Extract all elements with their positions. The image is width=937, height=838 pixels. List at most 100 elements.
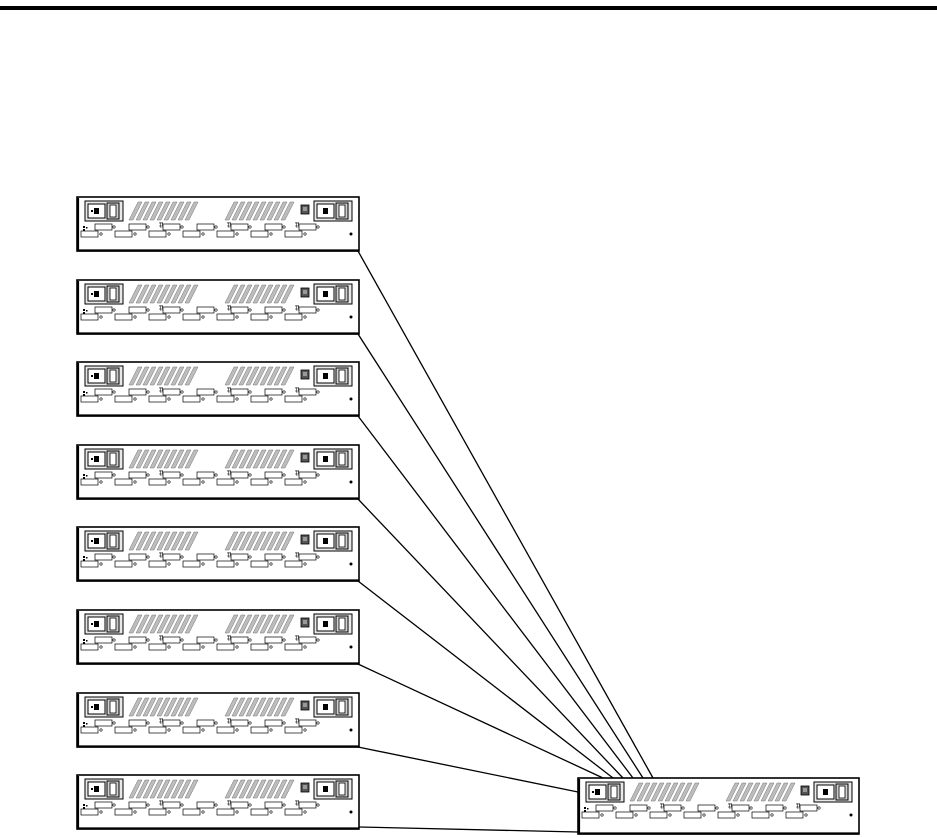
port-slot [217, 396, 234, 402]
led-indicator-icon [350, 481, 353, 484]
port-slot [251, 479, 268, 485]
power-switch-icon [336, 699, 348, 715]
source-unit [77, 527, 359, 581]
led-indicator-icon [850, 814, 853, 817]
port-slot [163, 554, 180, 560]
port-slot [129, 307, 146, 313]
led-indicator-icon [350, 646, 353, 649]
network-port-icon [301, 701, 309, 710]
port-slot [251, 231, 268, 237]
port-slot [183, 561, 200, 567]
port-slot [183, 809, 200, 815]
port-slot [616, 812, 633, 818]
port-slot [163, 472, 180, 478]
source-unit [77, 197, 359, 251]
power-switch-icon [107, 286, 119, 302]
cable-line [358, 416, 633, 778]
port-slot [149, 479, 166, 485]
port-slot [129, 472, 146, 478]
port-slot [197, 224, 214, 230]
led-indicator-icon [350, 729, 353, 732]
port-slot [183, 314, 200, 320]
source-unit [77, 445, 359, 499]
port-slot [81, 231, 98, 237]
port-slot [81, 644, 98, 650]
power-switch-icon [107, 368, 119, 384]
port-slot [752, 812, 769, 818]
port-slot [299, 637, 316, 643]
cable-line [359, 827, 578, 832]
port-slot [786, 812, 803, 818]
port-slot [265, 307, 282, 313]
port-slot [95, 554, 112, 560]
port-slot [251, 314, 268, 320]
led-indicator-icon [350, 316, 353, 319]
port-slot [95, 224, 112, 230]
port-slot [285, 644, 302, 650]
port-slot [163, 720, 180, 726]
port-slot [251, 727, 268, 733]
port-slot [163, 224, 180, 230]
port-slot [183, 727, 200, 733]
power-switch-icon [107, 781, 119, 797]
port-slot [149, 396, 166, 402]
port-slot [251, 561, 268, 567]
unit-group [77, 197, 859, 834]
port-slot [766, 805, 783, 811]
power-switch-icon [836, 784, 848, 800]
port-slot [650, 812, 667, 818]
power-switch-icon [608, 784, 620, 800]
network-port-icon [301, 618, 309, 627]
port-slot [231, 802, 248, 808]
port-slot [149, 809, 166, 815]
power-switch-icon [336, 368, 348, 384]
source-unit [77, 775, 359, 829]
port-slot [231, 720, 248, 726]
port-slot [231, 637, 248, 643]
source-unit [77, 693, 359, 747]
port-slot [197, 307, 214, 313]
network-port-icon [301, 453, 309, 462]
port-slot [149, 231, 166, 237]
port-slot [299, 802, 316, 808]
port-slot [582, 812, 599, 818]
port-slot [95, 802, 112, 808]
power-switch-icon [336, 451, 348, 467]
cable-line [358, 251, 653, 778]
port-slot [149, 561, 166, 567]
port-slot [129, 637, 146, 643]
port-slot [81, 727, 98, 733]
port-slot [115, 396, 132, 402]
power-switch-icon [336, 781, 348, 797]
port-slot [197, 472, 214, 478]
port-slot [129, 720, 146, 726]
power-switch-icon [107, 203, 119, 219]
cable-line [358, 747, 578, 792]
port-slot [129, 389, 146, 395]
port-slot [95, 720, 112, 726]
port-slot [299, 389, 316, 395]
led-indicator-icon [350, 398, 353, 401]
port-slot [684, 812, 701, 818]
port-slot [718, 812, 735, 818]
source-unit [77, 610, 359, 664]
port-slot [197, 720, 214, 726]
led-indicator-icon [350, 563, 353, 566]
power-switch-icon [336, 616, 348, 632]
power-switch-icon [336, 533, 348, 549]
port-slot [115, 644, 132, 650]
port-slot [129, 554, 146, 560]
port-slot [217, 231, 234, 237]
port-slot [265, 802, 282, 808]
port-slot [81, 479, 98, 485]
cable-group [358, 251, 653, 832]
port-slot [285, 561, 302, 567]
network-port-icon [301, 288, 309, 297]
power-switch-icon [336, 286, 348, 302]
port-slot [217, 727, 234, 733]
power-switch-icon [107, 533, 119, 549]
port-slot [630, 805, 647, 811]
port-slot [265, 224, 282, 230]
port-slot [596, 805, 613, 811]
